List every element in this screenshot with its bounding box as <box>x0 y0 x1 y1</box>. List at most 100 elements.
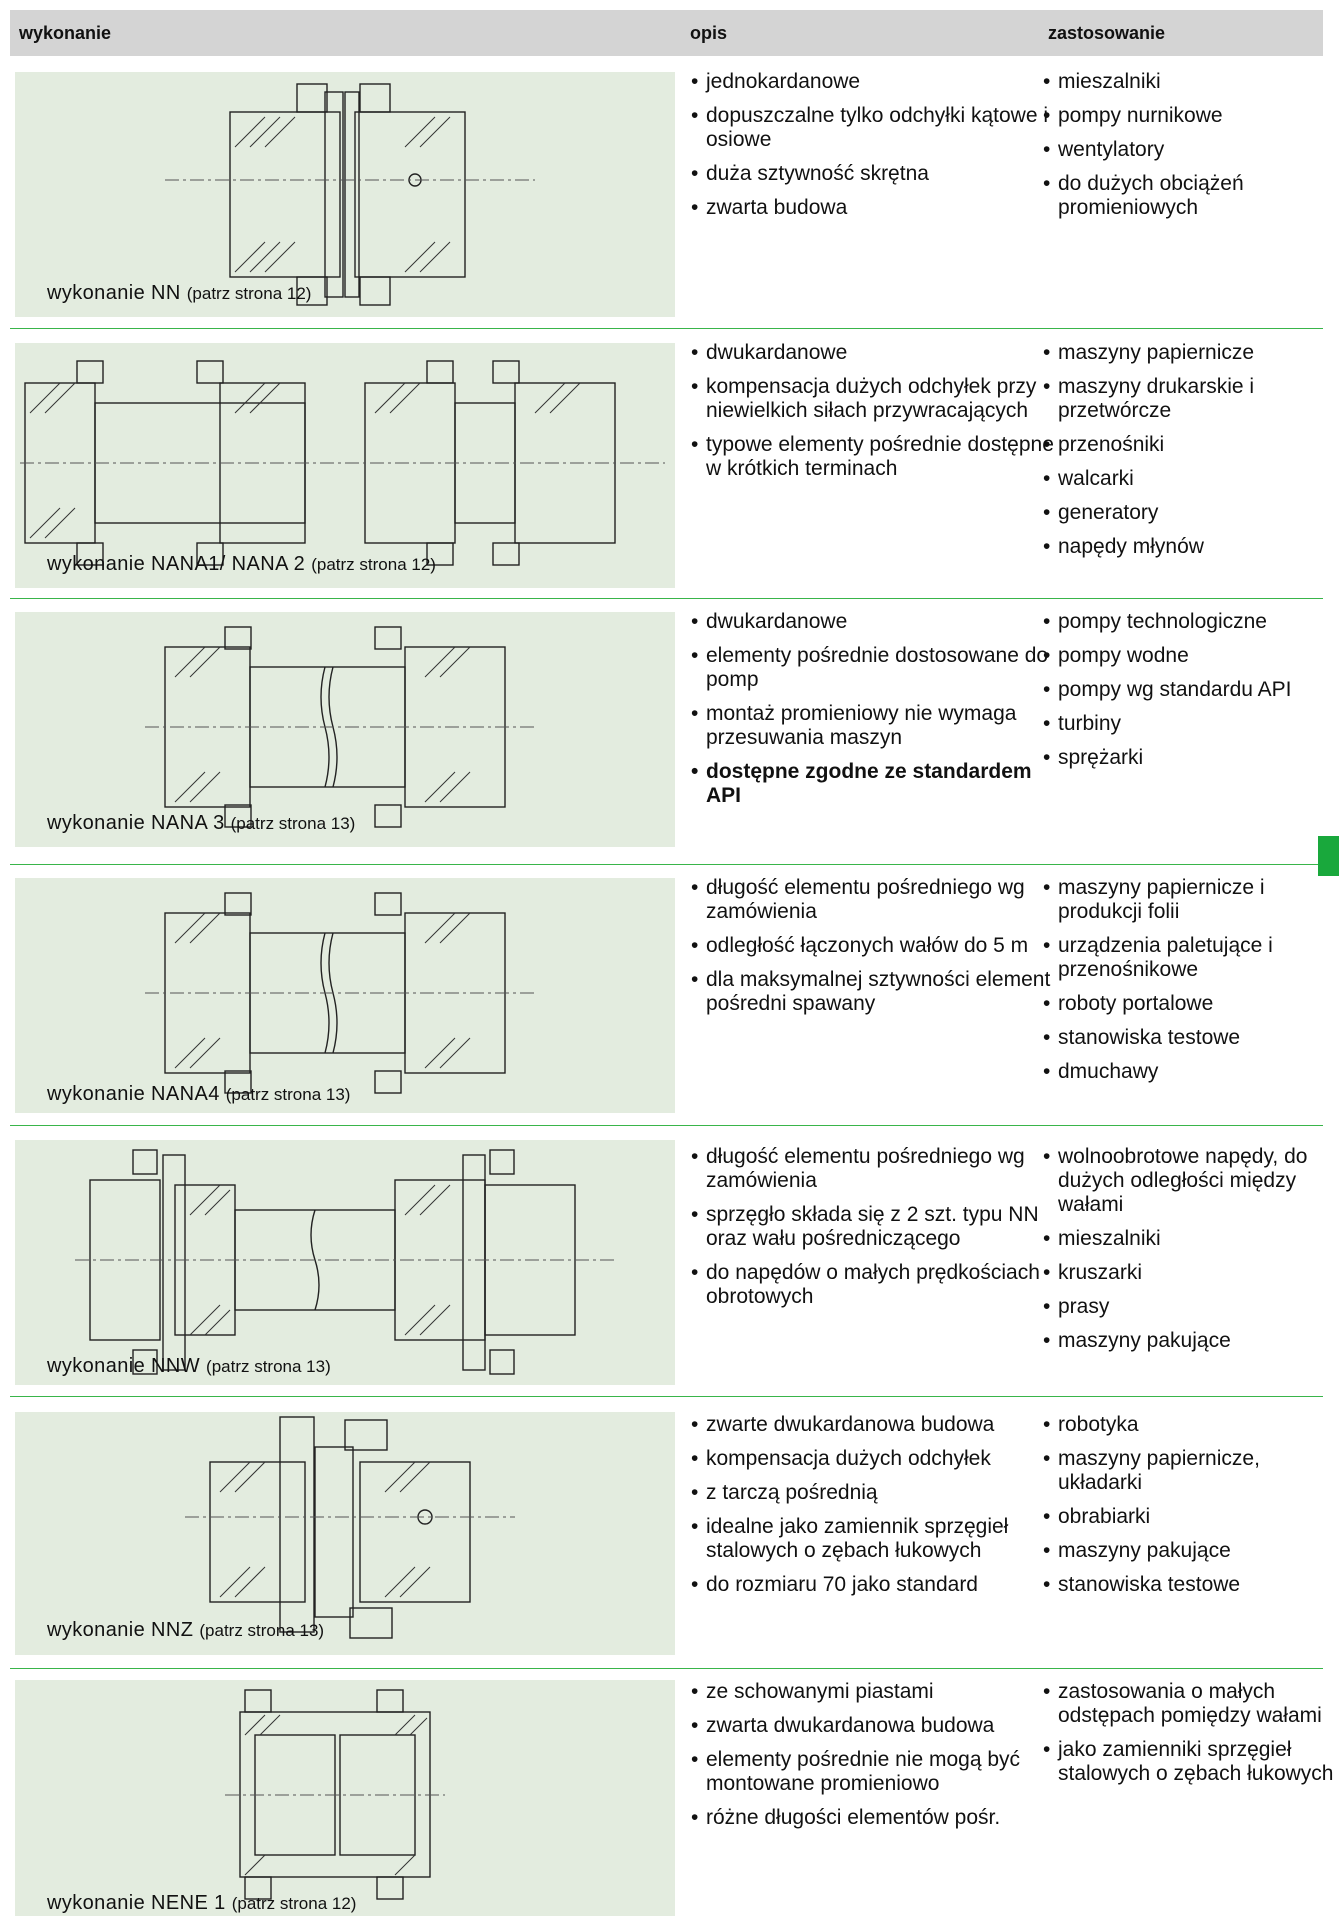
coupling-drawing-nnz <box>185 1416 515 1639</box>
opis-nene1: ze schowanymi piastami zwarta dwukardano… <box>690 1680 1060 1840</box>
list-item: generatory <box>1042 501 1338 525</box>
zastosowanie-nene1: zastosowania o małych odstępach pomiędzy… <box>1042 1680 1338 1796</box>
list-item: dwukardanowe <box>690 610 1060 634</box>
figure-nana4: wykonanie NANA4(patrz strona 13) <box>15 878 675 1113</box>
caption-nnw: wykonanie NNW(patrz strona 13) <box>47 1355 331 1377</box>
list-item: do dużych obciążeń promieniowych <box>1042 172 1338 220</box>
opis-nana4: długość elementu pośredniego wg zamówien… <box>690 876 1060 1026</box>
list-item: elementy pośrednie nie mogą być montowan… <box>690 1748 1060 1796</box>
header-zastosowanie: zastosowanie <box>1048 23 1166 43</box>
opis-nn: jednokardanowe dopuszczalne tylko odchył… <box>690 70 1060 230</box>
list-item: jako zamienniki sprzęgieł stalowych o zę… <box>1042 1738 1338 1786</box>
header-wykonanie: wykonanie <box>19 23 112 43</box>
row-separator <box>10 1668 1323 1669</box>
list-item: długość elementu pośredniego wg zamówien… <box>690 1145 1060 1193</box>
list-item: z tarczą pośrednią <box>690 1481 1060 1505</box>
list-item: maszyny pakujące <box>1042 1539 1338 1563</box>
caption-nn: wykonanie NN(patrz strona 12) <box>47 282 312 304</box>
figure-nana1-nana2: wykonanie NANA1/ NANA 2(patrz strona 12) <box>15 343 675 588</box>
list-item: przenośniki <box>1042 433 1338 457</box>
list-item: dmuchawy <box>1042 1060 1338 1084</box>
list-item: pompy technologiczne <box>1042 610 1338 634</box>
list-item: pompy wg standardu API <box>1042 678 1338 702</box>
coupling-drawing-nana3 <box>145 626 535 828</box>
list-item: stanowiska testowe <box>1042 1026 1338 1050</box>
caption-nana1-nana2: wykonanie NANA1/ NANA 2(patrz strona 12) <box>47 553 436 575</box>
list-item: odległość łączonych wałów do 5 m <box>690 934 1060 958</box>
list-item: urządzenia paletujące i przenośnikowe <box>1042 934 1338 982</box>
list-item: wolnoobrotowe napędy, do dużych odległoś… <box>1042 1145 1338 1217</box>
caption-nana3: wykonanie NANA 3(patrz strona 13) <box>47 812 356 834</box>
list-item: kruszarki <box>1042 1261 1338 1285</box>
list-item: do napędów o małych prędkościach obrotow… <box>690 1261 1060 1309</box>
list-item: zwarta budowa <box>690 196 1060 220</box>
list-item: wentylatory <box>1042 138 1338 162</box>
coupling-drawing-nnw <box>75 1149 615 1375</box>
list-item: pompy wodne <box>1042 644 1338 668</box>
list-item: sprężarki <box>1042 746 1338 770</box>
list-item: jednokardanowe <box>690 70 1060 94</box>
coupling-drawing-nana4 <box>145 892 535 1094</box>
zastosowanie-nana3: pompy technologiczne pompy wodne pompy w… <box>1042 610 1338 780</box>
list-item: dopuszczalne tylko odchyłki kątowe i osi… <box>690 104 1060 152</box>
list-item: ze schowanymi piastami <box>690 1680 1060 1704</box>
header-opis: opis <box>690 23 728 43</box>
list-item: maszyny papiernicze, układarki <box>1042 1447 1338 1495</box>
list-item: zastosowania o małych odstępach pomiędzy… <box>1042 1680 1338 1728</box>
list-item: montaż promieniowy nie wymaga przesuwani… <box>690 702 1060 750</box>
list-item: robotyka <box>1042 1413 1338 1437</box>
figure-nnw: wykonanie NNW(patrz strona 13) <box>15 1140 675 1385</box>
row-separator <box>10 328 1323 329</box>
list-item: stanowiska testowe <box>1042 1573 1338 1597</box>
zastosowanie-nn: mieszalniki pompy nurnikowe wentylatory … <box>1042 70 1338 230</box>
list-item: sprzęgło składa się z 2 szt. typu NN ora… <box>690 1203 1060 1251</box>
caption-nene1: wykonanie NENE 1(patrz strona 12) <box>47 1892 357 1914</box>
list-item: zwarte dwukardanowa budowa <box>690 1413 1060 1437</box>
table-header: wykonanie opis zastosowanie <box>10 10 1323 56</box>
list-item: turbiny <box>1042 712 1338 736</box>
figure-nn: wykonanie NN(patrz strona 12) <box>15 72 675 317</box>
list-item: napędy młynów <box>1042 535 1338 559</box>
list-item: dwukardanowe <box>690 341 1060 365</box>
figure-nene1: wykonanie NENE 1(patrz strona 12) <box>15 1680 675 1916</box>
list-item: walcarki <box>1042 467 1338 491</box>
list-item: typowe elementy pośrednie dostępne w kró… <box>690 433 1060 481</box>
row-separator <box>10 1396 1323 1397</box>
list-item: duża sztywność skrętna <box>690 162 1060 186</box>
list-item: elementy pośrednie dostosowane do pomp <box>690 644 1060 692</box>
list-item: mieszalniki <box>1042 1227 1338 1251</box>
list-item: dla maksymalnej sztywności element pośre… <box>690 968 1060 1016</box>
list-item: maszyny pakujące <box>1042 1329 1338 1353</box>
list-item: różne długości elementów pośr. <box>690 1806 1060 1830</box>
list-item: obrabiarki <box>1042 1505 1338 1529</box>
opis-nnz: zwarte dwukardanowa budowa kompensacja d… <box>690 1413 1060 1607</box>
zastosowanie-nana1-nana2: maszyny papiernicze maszyny drukarskie i… <box>1042 341 1338 569</box>
zastosowanie-nnz: robotyka maszyny papiernicze, układarki … <box>1042 1413 1338 1607</box>
list-item: maszyny drukarskie i przetwórcze <box>1042 375 1338 423</box>
row-separator <box>10 598 1323 599</box>
caption-nnz: wykonanie NNZ(patrz strona 13) <box>47 1619 325 1641</box>
list-item: prasy <box>1042 1295 1338 1319</box>
side-tab-marker <box>1318 836 1339 876</box>
coupling-drawing-nn <box>165 83 535 306</box>
list-item: pompy nurnikowe <box>1042 104 1338 128</box>
list-item: do rozmiaru 70 jako standard <box>690 1573 1060 1597</box>
list-item: kompensacja dużych odchyłek <box>690 1447 1060 1471</box>
opis-nana1-nana2: dwukardanowe kompensacja dużych odchyłek… <box>690 341 1060 491</box>
row-separator <box>10 864 1323 865</box>
zastosowanie-nana4: maszyny papiernicze i produkcji folii ur… <box>1042 876 1338 1094</box>
list-item: długość elementu pośredniego wg zamówien… <box>690 876 1060 924</box>
list-item: idealne jako zamiennik sprzęgieł stalowy… <box>690 1515 1060 1563</box>
coupling-drawing-nana1-nana2 <box>20 360 665 566</box>
row-separator <box>10 1125 1323 1126</box>
figure-nnz: wykonanie NNZ(patrz strona 13) <box>15 1412 675 1655</box>
list-item: zwarta dwukardanowa budowa <box>690 1714 1060 1738</box>
zastosowanie-nnw: wolnoobrotowe napędy, do dużych odległoś… <box>1042 1145 1338 1363</box>
list-item: maszyny papiernicze i produkcji folii <box>1042 876 1338 924</box>
opis-nana3: dwukardanowe elementy pośrednie dostosow… <box>690 610 1060 818</box>
list-item: roboty portalowe <box>1042 992 1338 1016</box>
figure-nana3: wykonanie NANA 3(patrz strona 13) <box>15 612 675 847</box>
list-item: mieszalniki <box>1042 70 1338 94</box>
list-item: kompensacja dużych odchyłek przy niewiel… <box>690 375 1060 423</box>
caption-nana4: wykonanie NANA4(patrz strona 13) <box>47 1083 351 1105</box>
